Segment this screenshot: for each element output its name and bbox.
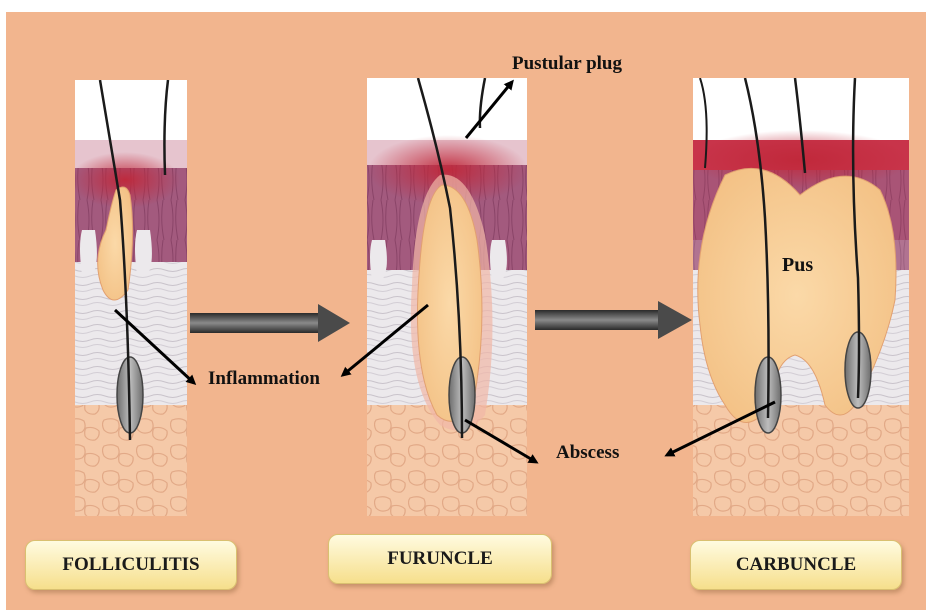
abscess-label: Abscess: [556, 442, 619, 464]
carbuncle-skin-panel: [690, 78, 910, 516]
progression-arrow-1: [190, 304, 350, 342]
furuncle-skin-panel: [367, 78, 528, 516]
progression-arrow-2: [535, 301, 692, 339]
pustular-plug-label: Pustular plug: [512, 53, 622, 75]
stage-box-furuncle: FURUNCLE: [328, 534, 552, 584]
pus-label: Pus: [782, 254, 813, 277]
folliculitis-skin-panel: [70, 80, 187, 516]
stage-box-folliculitis: FOLLICULITIS: [25, 540, 237, 590]
inflammation-label: Inflammation: [208, 368, 320, 390]
stage-box-carbuncle: CARBUNCLE: [690, 540, 902, 590]
